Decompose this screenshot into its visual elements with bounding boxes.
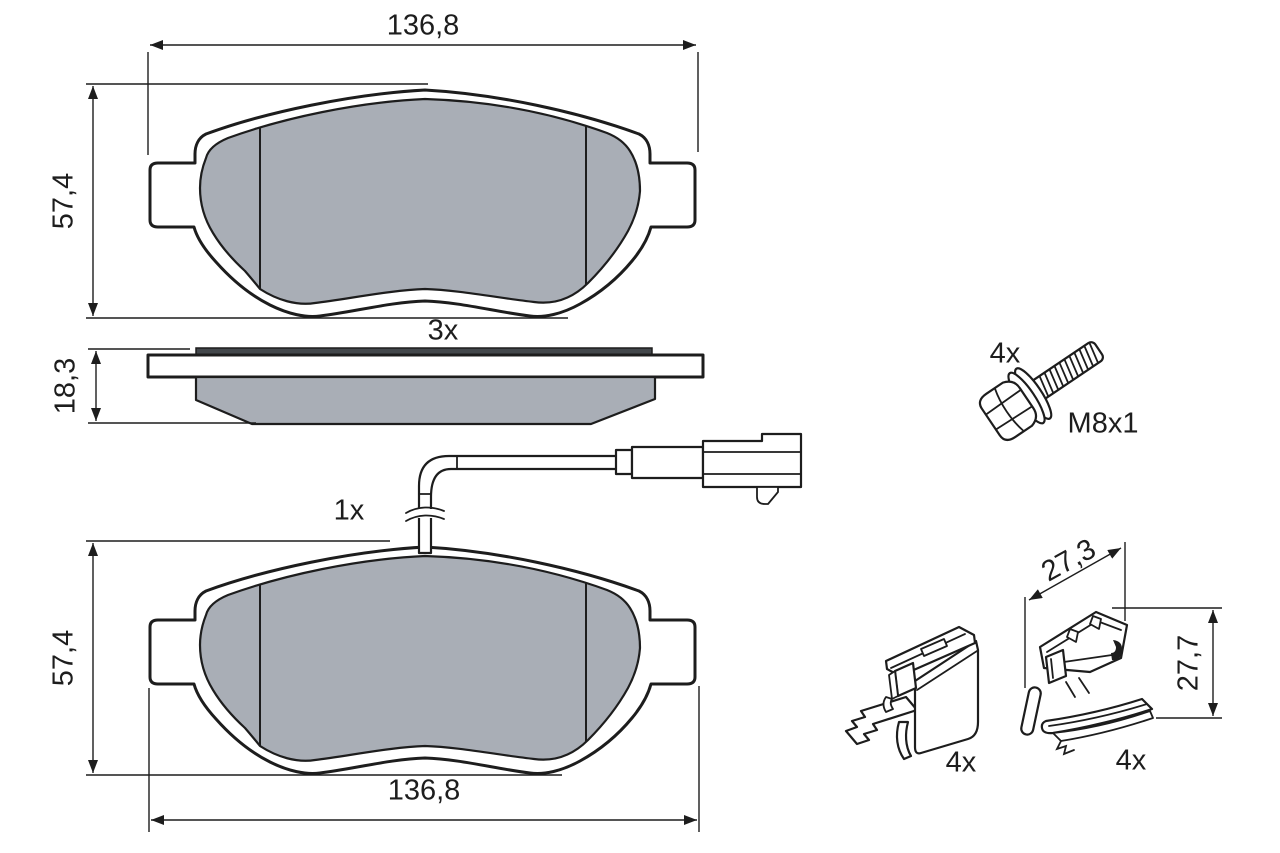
retaining-clip-right (1020, 610, 1154, 756)
pad-side-view (146, 347, 705, 426)
dim-label-thickness: 18,3 (49, 357, 82, 415)
dimension-thickness (88, 348, 256, 424)
dim-label-bottom-height: 57,4 (47, 629, 80, 687)
dimension-top-width (147, 40, 699, 155)
qty-label-sensor-pad: 1x (333, 494, 365, 527)
pad-with-sensor-view (150, 547, 695, 774)
wear-sensor-wire (403, 454, 619, 555)
connector-latch (756, 486, 779, 505)
spec-label-bolt: M8x1 (1067, 407, 1139, 440)
clip-hook (1111, 640, 1123, 661)
sensor-connector (614, 432, 803, 505)
flange-bolt (978, 341, 1104, 441)
dimension-bottom-width (148, 686, 700, 832)
dimension-bottom-height (86, 540, 562, 776)
dim-label-bottom-width: 136,8 (387, 774, 461, 807)
qty-label-clip-right: 4x (1115, 744, 1147, 777)
dim-label-top-height: 57,4 (47, 172, 80, 230)
dimension-top-height (86, 83, 568, 319)
dim-label-clip-height: 27,7 (1172, 634, 1205, 692)
backplate-side (146, 353, 705, 379)
qty-label-bolt: 4x (989, 337, 1021, 370)
qty-label-pad-front: 3x (427, 314, 459, 347)
friction-side (194, 375, 657, 426)
retaining-clip-left (844, 625, 980, 761)
qty-label-clip-left: 4x (945, 746, 977, 779)
dimension-clip-height (1112, 607, 1222, 719)
bolt-head (978, 380, 1038, 441)
dim-label-top-width: 136,8 (386, 9, 460, 42)
pad-front-view (150, 90, 695, 317)
